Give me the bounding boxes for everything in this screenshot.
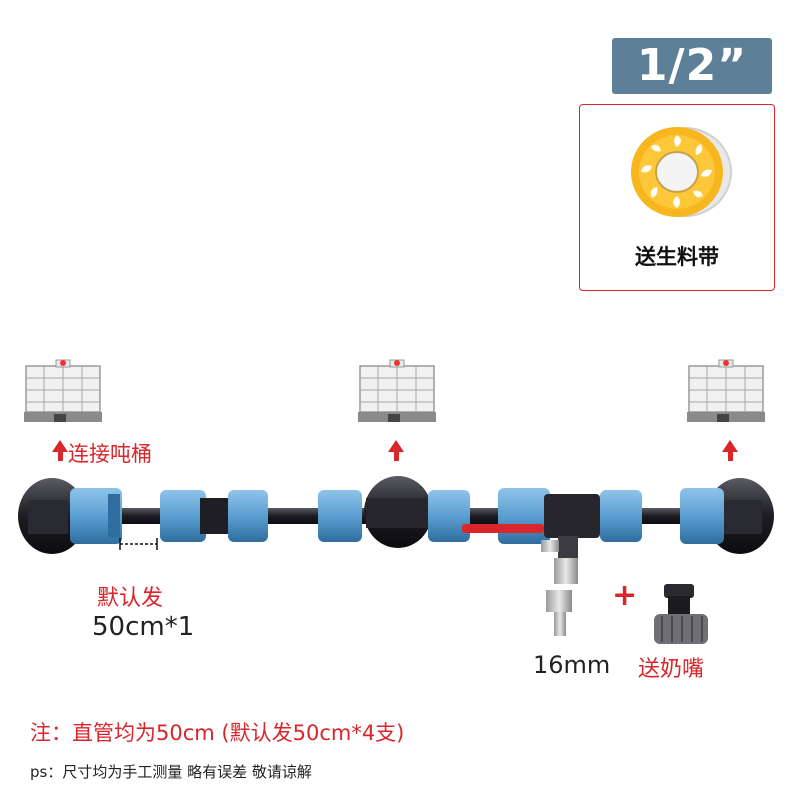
arrow-up-icon — [722, 440, 738, 461]
nozzle-label: 送奶嘴 — [638, 657, 705, 682]
ball-valve-icon — [540, 580, 541, 581]
hose-nozzle-icon — [654, 584, 708, 644]
tap-size-label: 16mm — [533, 651, 611, 679]
gift-box — [579, 104, 775, 291]
gift-label: 送生料带 — [635, 245, 719, 269]
ptfe-tape-icon — [631, 127, 732, 217]
note-main: 注：直管均为50cm (默认发50cm*4支) — [30, 721, 405, 745]
pipe-assembly — [18, 476, 774, 636]
note-ps: ps：尺寸均为手工测量 略有误差 敬请谅解 — [30, 763, 312, 781]
ibc-tank-icon — [687, 359, 765, 422]
default-label: 默认发 — [97, 586, 164, 611]
arrow-up-icon — [388, 440, 404, 461]
connect-tank-label: 连接吨桶 — [68, 442, 152, 466]
ibc-tank-icon — [358, 359, 436, 422]
arrow-up-icon — [52, 440, 68, 461]
pipe-length-label: 50cm*1 — [92, 612, 195, 642]
plus-sign: + — [612, 578, 638, 613]
ibc-tank-icon — [24, 359, 102, 422]
size-badge: 1/2” — [612, 38, 772, 94]
